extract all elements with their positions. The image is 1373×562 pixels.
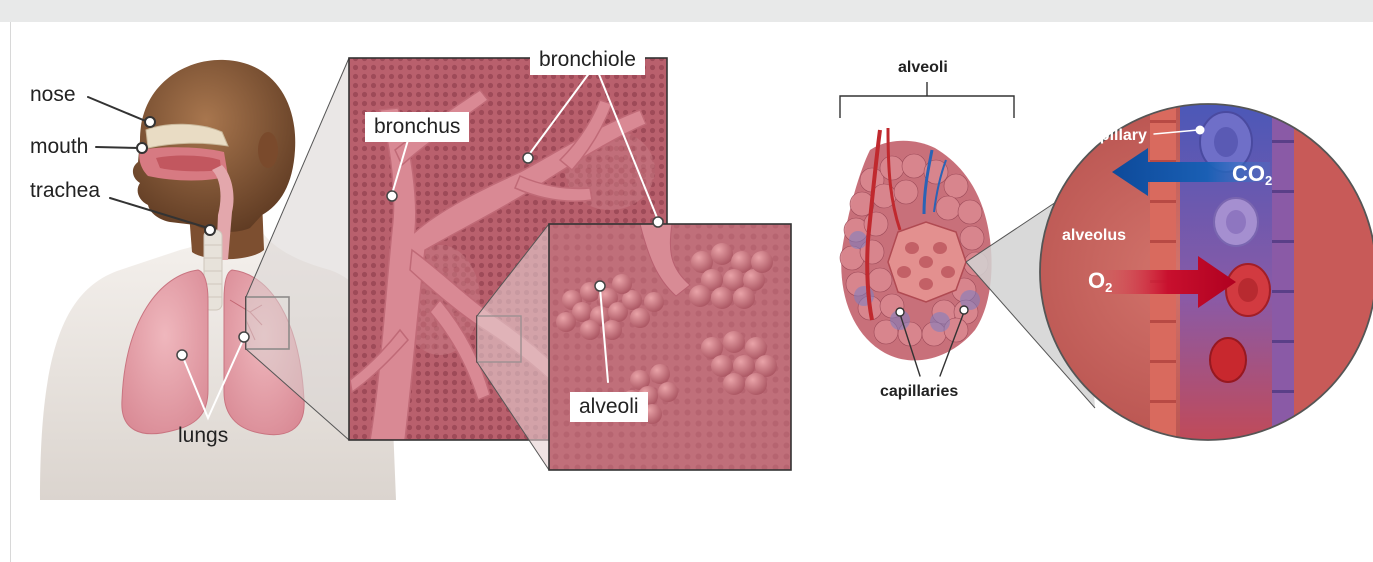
alveoli-inset-panel: [549, 224, 791, 470]
label-bronchiole: bronchiole: [530, 45, 645, 75]
label-capillary: capillary: [1082, 128, 1147, 144]
label-co2: CO2: [1232, 163, 1272, 187]
o2-symbol: O: [1088, 268, 1105, 293]
alveoli-cluster-illustration: [840, 82, 1014, 360]
label-o2: O2: [1088, 270, 1112, 294]
label-capillaries: capillaries: [880, 384, 958, 400]
co2-subscript: 2: [1265, 173, 1272, 188]
label-alveoli-inset: alveoli: [570, 392, 648, 422]
o2-subscript: 2: [1105, 280, 1112, 295]
co2-symbol: CO: [1232, 161, 1265, 186]
label-nose: nose: [30, 84, 76, 105]
label-mouth: mouth: [30, 136, 88, 157]
label-trachea: trachea: [30, 180, 100, 201]
label-alveolus: alveolus: [1062, 228, 1126, 244]
label-alveoli-bracket: alveoli: [898, 60, 948, 76]
label-lungs: lungs: [178, 425, 228, 446]
label-bronchus: bronchus: [365, 112, 469, 142]
